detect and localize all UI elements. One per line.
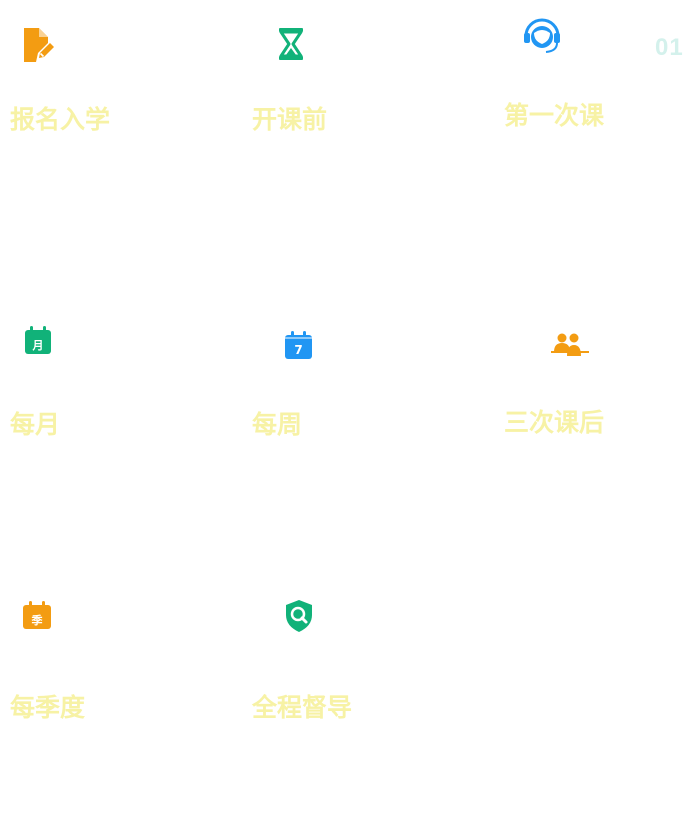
people-icon: [550, 328, 590, 368]
step-card-first-class: 第一次课: [504, 16, 700, 136]
step-card-enrollment: 报名入学: [10, 20, 240, 140]
calendar-month-icon: 月: [22, 324, 62, 364]
edit-document-icon: [18, 25, 58, 65]
step-label: 全程督导: [252, 693, 353, 722]
calendar-quarter-icon: 季: [21, 600, 61, 640]
shield-search-icon: [283, 599, 323, 639]
calendar-quarter-text: 季: [31, 613, 44, 627]
step-card-after-three-classes: 三次课后: [504, 326, 700, 446]
page-number: 01: [655, 34, 684, 61]
step-card-before-class: 开课前: [252, 20, 482, 140]
step-label: 报名入学: [10, 105, 111, 134]
calendar-week-icon: 7: [284, 328, 324, 368]
calendar-month-text: 月: [32, 339, 44, 352]
step-label: 三次课后: [504, 408, 605, 437]
step-label: 每季度: [10, 693, 86, 722]
step-label: 开课前: [252, 105, 328, 134]
step-card-full-supervision: 全程督导: [252, 596, 482, 720]
step-label: 第一次课: [504, 101, 605, 130]
step-card-weekly: 7 每周: [252, 326, 482, 446]
calendar-week-text: 7: [294, 343, 302, 357]
headset-support-icon: [522, 16, 562, 56]
step-label: 每月: [10, 410, 61, 439]
step-card-monthly: 月 每月: [10, 322, 240, 442]
hourglass-icon: [271, 24, 311, 64]
step-label: 每周: [252, 410, 303, 439]
step-card-quarterly: 季 每季度: [10, 596, 240, 720]
